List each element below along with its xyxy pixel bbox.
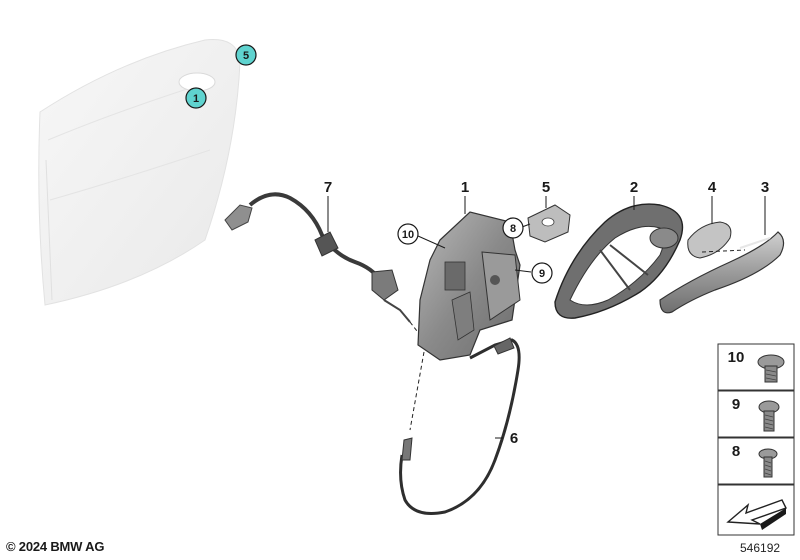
- callout-3[interactable]: 3: [761, 179, 769, 196]
- part-6-bowden-cable: [399, 337, 521, 515]
- legend-view-direction: [717, 484, 795, 536]
- door-panel: [38, 38, 241, 306]
- legend-screw-9-label: 9: [732, 396, 740, 413]
- part-4-cover-cap: [687, 221, 732, 259]
- callout-door-5[interactable]: 5: [235, 44, 257, 66]
- view-arrow-icon: [726, 499, 787, 525]
- callout-2[interactable]: 2: [630, 179, 638, 196]
- leader-lines: [327, 196, 766, 439]
- callout-door-1-label: 1: [193, 93, 199, 105]
- callout-1[interactable]: 1: [461, 179, 469, 196]
- callout-6[interactable]: 6: [510, 430, 518, 447]
- callout-circle-8[interactable]: 8: [502, 217, 524, 239]
- copyright-text: © 2024 BMW AG: [6, 539, 105, 554]
- callout-circle-9-label: 9: [539, 268, 545, 280]
- callout-4[interactable]: 4: [708, 179, 717, 196]
- callout-circle-8-label: 8: [510, 223, 516, 235]
- image-id: 546192: [740, 541, 781, 555]
- part-3-outer-handle: [659, 231, 785, 314]
- part-2-handle-carrier: [554, 203, 684, 319]
- callout-door-5-label: 5: [243, 50, 249, 62]
- legend-screw-9: 9: [717, 390, 795, 438]
- legend-screw-10: 10: [717, 343, 795, 391]
- callout-circle-10-label: 10: [402, 229, 414, 241]
- callout-7[interactable]: 7: [324, 179, 332, 196]
- part-5-striker: [527, 204, 571, 243]
- callout-circle-10[interactable]: 10: [397, 223, 419, 245]
- legend-screw-10-label: 10: [728, 349, 745, 366]
- callout-circle-9[interactable]: 9: [531, 262, 553, 284]
- callout-door-1[interactable]: 1: [185, 87, 207, 109]
- callout-5[interactable]: 5: [542, 179, 550, 196]
- legend-screw-8: 8: [717, 437, 795, 485]
- legend-screw-8-label: 8: [732, 443, 740, 460]
- part-7-cable: [224, 192, 425, 341]
